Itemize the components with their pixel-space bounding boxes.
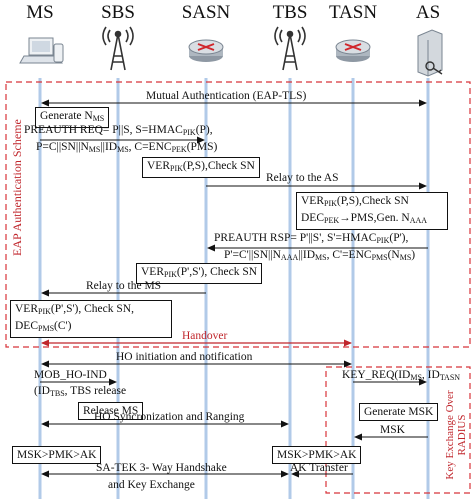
entity-sasn-label: SASN <box>181 2 231 23</box>
msk-chain-tbs-box: MSK>PMK>AK <box>272 446 362 464</box>
relay-as-label: Relay to the AS <box>266 172 339 184</box>
server-key-icon <box>417 29 443 77</box>
entity-tasn-label: TASN <box>328 2 378 23</box>
as-processing-box: VERPIK(P,S),Check SN DECPEK→PMS,Gen. NAA… <box>296 192 448 230</box>
radio-tower-icon-sbs <box>102 26 134 71</box>
ms-verify-box: VERPIK(P',S'), Check SN, DECPMS(C') <box>10 300 172 338</box>
preauth-rsp-line-2: P'=C'||SN||NAAA||IDMS, C'=ENCPMS(NMS) <box>224 249 416 262</box>
radius-region-label: Key Exchange Over RADIUS <box>444 390 468 480</box>
radius-region <box>325 366 471 494</box>
relay-ms-label: Relay to the MS <box>86 280 162 292</box>
eap-region <box>5 81 471 348</box>
radio-tower-icon-tbs <box>274 26 306 71</box>
entity-ms-label: MS <box>26 2 54 23</box>
handover-label: Handover <box>182 330 228 342</box>
sa-tek-label-1: SA-TEK 3- Way Handshake <box>96 462 227 474</box>
entity-tbs-label: TBS <box>272 2 308 23</box>
ver-check-sasn-box: VERPIK(P,S),Check SN <box>142 157 260 178</box>
preauth-req-line-2: P=C||SN||NMS||IDMS, C=ENCPEK(PMS) <box>36 141 218 154</box>
mutual-auth-label: Mutual Authentication (EAP-TLS) <box>146 90 307 102</box>
laptop-phone-icon <box>19 37 64 64</box>
eap-region-label: EAP Authentication Scheme <box>10 119 24 256</box>
entity-sbs-label: SBS <box>101 2 135 23</box>
release-ms-box: Release MS <box>78 402 144 420</box>
mob-ho-ind-params: (IDTBS, TBS release <box>34 385 127 398</box>
ver-check-sasn-2-box: VERPIK(P',S'), Check SN <box>136 263 263 284</box>
generate-nms-box: Generate NMS <box>35 107 110 128</box>
generate-msk-box: Generate MSK <box>359 403 439 421</box>
msk-chain-ms-box: MSK>PMK>AK <box>12 446 102 464</box>
sa-tek-label-2: and Key Exchange <box>108 479 195 491</box>
ho-sync-label: HO Syncronization and Ranging <box>94 411 245 423</box>
msk-label: MSK <box>380 424 405 436</box>
ho-init-label: HO initiation and notification <box>116 351 253 363</box>
router-icon-sasn <box>188 39 224 62</box>
preauth-rsp-line-1: PREAUTH RSP= P'||S', S'=HMACPIK(P'), <box>214 232 409 245</box>
router-icon-tasn <box>335 39 371 62</box>
entity-as-label: AS <box>415 2 441 23</box>
mob-ho-ind-label: MOB_HO-IND <box>34 369 107 381</box>
ak-transfer-label: AK Transfer <box>290 462 348 474</box>
preauth-req-line-1: PREAUTH REQ= P||S, S=HMACPIK(P), <box>24 124 213 137</box>
key-req-label: KEY_REQ(IDMS, IDTASN <box>342 369 461 382</box>
